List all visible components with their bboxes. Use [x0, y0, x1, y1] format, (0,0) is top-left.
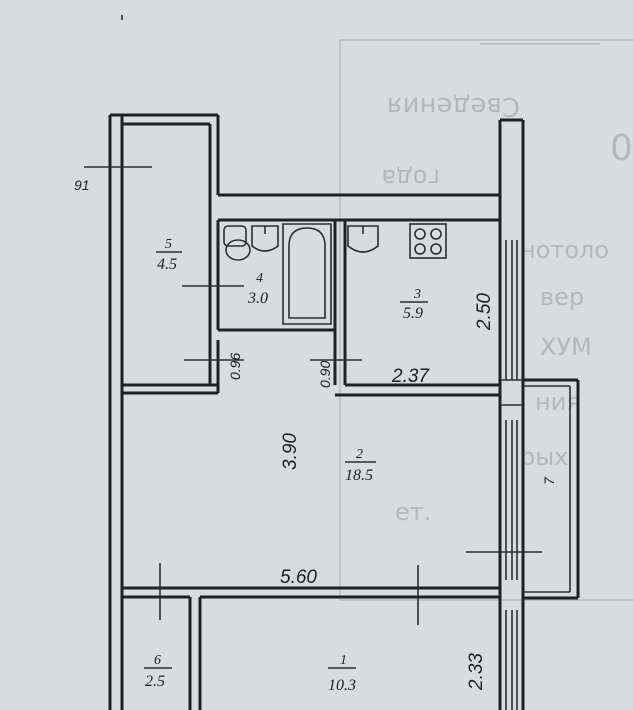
stamp-line-2: года [381, 164, 440, 192]
room-5-number: 5 [165, 237, 172, 252]
room-6-number: 6 [154, 653, 161, 668]
stamp-line-4: вер [540, 283, 584, 311]
kitchen-sink-icon [347, 225, 379, 253]
toilet-icon [223, 225, 247, 247]
stamp-line-1: Сведения [387, 91, 520, 121]
stamp-line-8: ет. [395, 498, 431, 526]
balcony-label: 7 [541, 476, 557, 485]
room-1-area: 10.3 [328, 677, 356, 694]
room-4-area: 3.0 [247, 290, 268, 307]
room-labels: 5 4.5 4 3.0 3 5.9 2 18.5 6 2.5 1 10.3 [144, 237, 428, 694]
stove-icon [409, 223, 447, 259]
room-5-area: 4.5 [157, 256, 177, 273]
kitchen-width-label: 2.37 [391, 366, 430, 387]
background-stamp: Сведения 0 года нотоло вер ХУМ ния рых е… [339, 39, 633, 601]
kitchen-depth-label: 2.50 [474, 293, 495, 331]
stamp-digit: 0 [610, 128, 633, 169]
room-3-number: 3 [413, 287, 421, 302]
room-6-area: 2.5 [145, 673, 165, 690]
bathtub-icon [282, 223, 332, 325]
living-depth-label: 3.90 [280, 433, 301, 470]
door-left-label: 0.96 [227, 353, 243, 380]
dimension-lines [84, 166, 542, 625]
room-4-number: 4 [256, 271, 263, 286]
left-mark-label: 91 [74, 177, 90, 193]
stamp-line-5: ХУМ [540, 333, 592, 361]
room-2-number: 2 [356, 447, 363, 462]
kitchen-fixtures [347, 223, 447, 259]
room-3-area: 5.9 [403, 305, 423, 322]
stamp-line-3: нотоло [520, 236, 609, 264]
room1-depth-label: 2.33 [466, 653, 487, 691]
room-1-number: 1 [340, 653, 347, 668]
sink-icon [251, 225, 279, 252]
stamp-line-7: рых [520, 443, 568, 471]
living-width-label: 5.60 [280, 567, 317, 588]
bath-fixtures [223, 223, 332, 325]
stamp-line-6: ния [535, 388, 581, 416]
walls [108, 15, 525, 710]
dimension-labels: 2.37 2.50 3.90 5.60 2.33 0.96 0.90 7 91 [74, 177, 557, 691]
balcony [500, 378, 580, 600]
room-2-area: 18.5 [345, 467, 373, 484]
door-kitchen-label: 0.90 [317, 361, 333, 388]
